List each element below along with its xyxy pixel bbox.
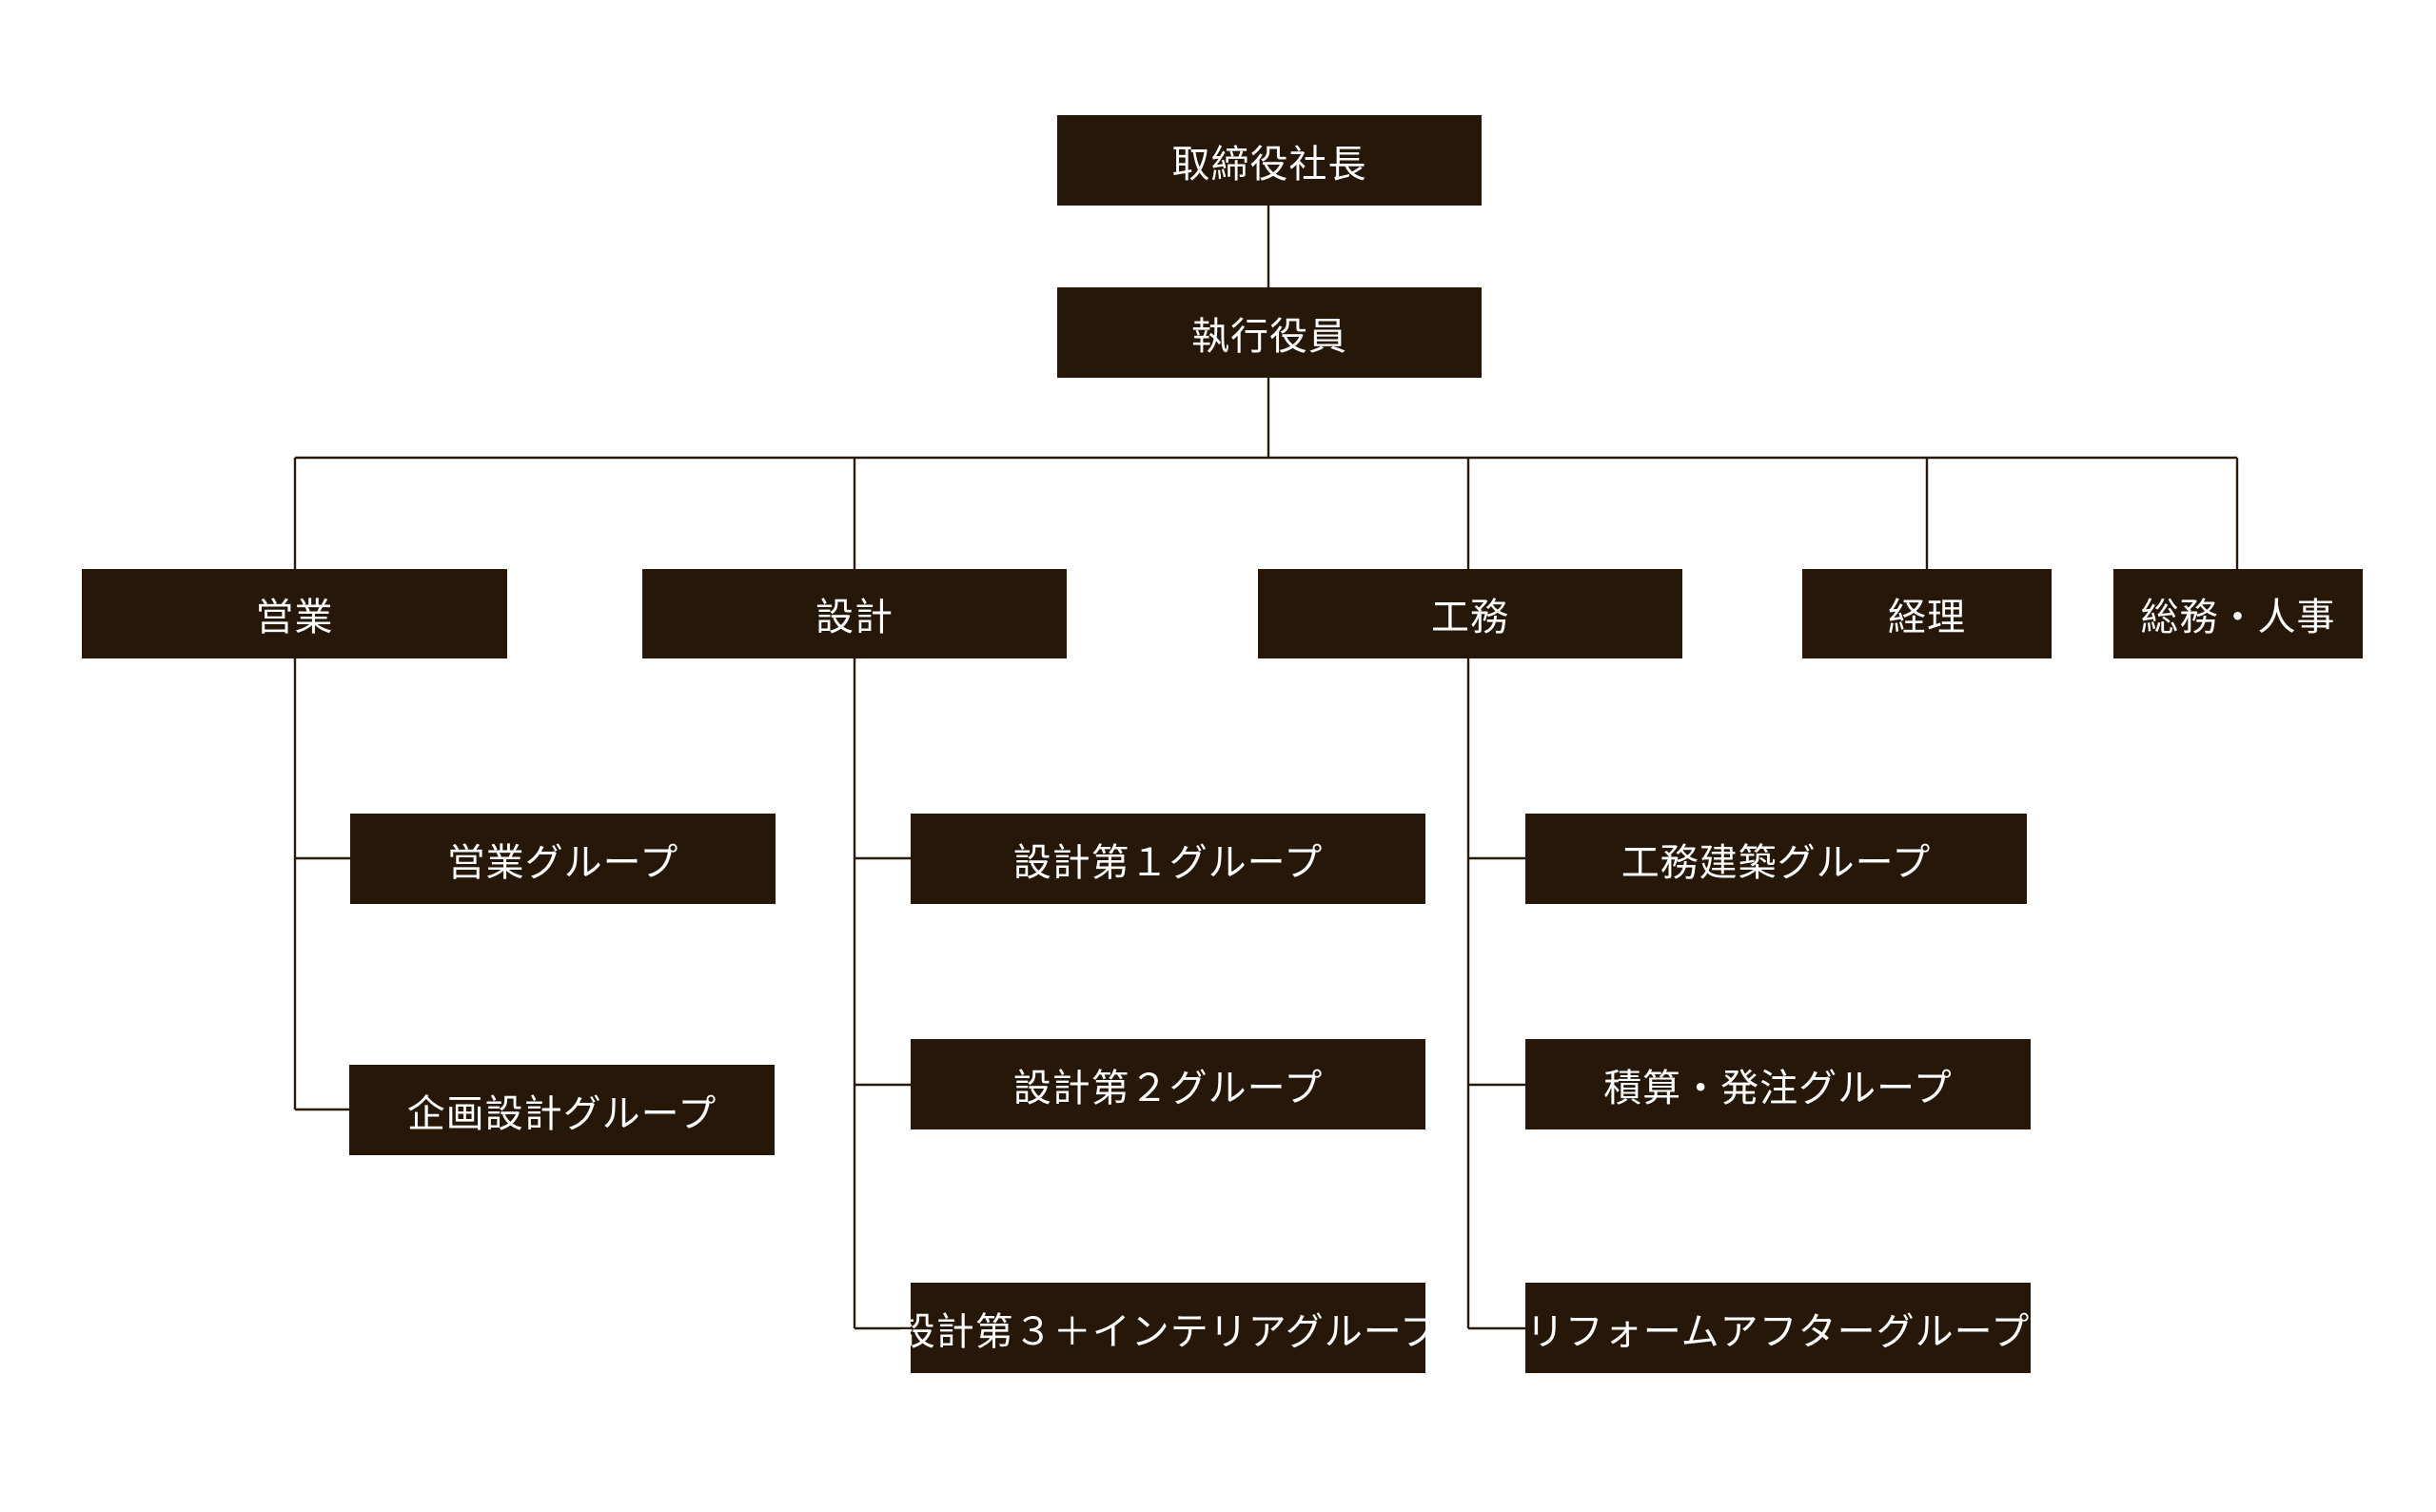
node-group-design-3: 設計第３＋インテリアグループ <box>897 1283 1438 1373</box>
node-group-design-2: 設計第２グループ <box>911 1039 1425 1129</box>
node-department-accounting: 経理 <box>1802 569 2052 658</box>
node-president: 取締役社長 <box>1057 115 1482 206</box>
node-department-admin-hr: 総務・人事 <box>2113 569 2363 658</box>
node-group-design-1: 設計第１グループ <box>911 814 1425 904</box>
node-group-construction-1: 工務建築グループ <box>1525 814 2027 904</box>
node-department-design: 設計 <box>642 569 1067 658</box>
node-group-sales-1: 営業グループ <box>350 814 776 904</box>
node-department-construction: 工務 <box>1258 569 1682 658</box>
node-executive: 執行役員 <box>1057 287 1482 378</box>
node-group-sales-2: 企画設計グループ <box>349 1065 775 1155</box>
node-group-construction-3: リフォームアフターグループ <box>1525 1283 2031 1373</box>
node-department-sales: 営業 <box>82 569 507 658</box>
node-group-construction-2: 積算・発注グループ <box>1525 1039 2031 1129</box>
